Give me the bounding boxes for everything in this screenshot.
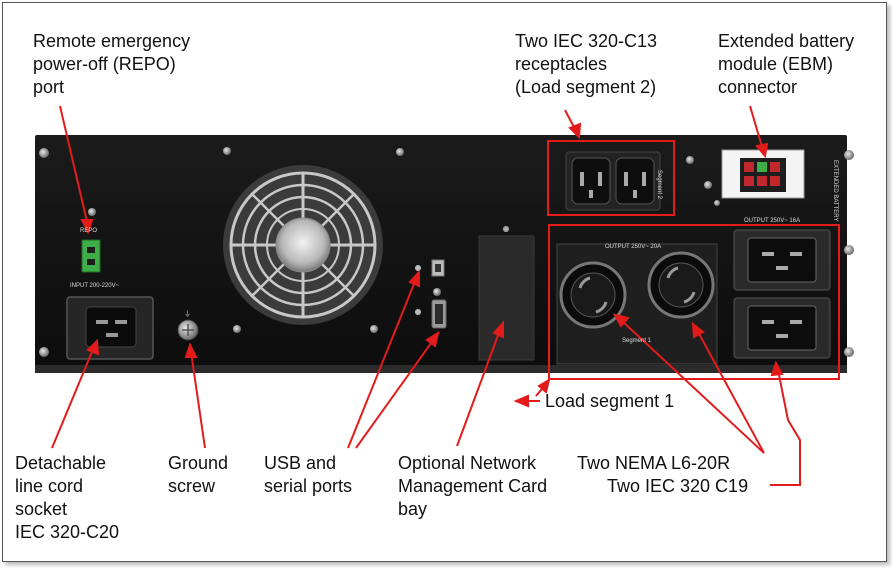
usb-serial-ports [415,259,447,329]
ground-screw: ⏚ [177,310,199,341]
panel-bottom-edge [35,365,847,373]
label-repo-3: port [33,77,65,97]
label-usb-serial-2: serial ports [264,476,353,496]
screw-icon [433,288,441,296]
label-nmc-1: Optional Network [398,453,537,473]
ebm-connector [721,149,805,199]
panel-text-output-20a: OUTPUT 250V~ 20A [605,244,662,250]
label-repo-1: Remote emergency [33,31,191,51]
label-nema: Two NEMA L6-20R [577,453,731,473]
panel-text-ext-battery: EXTENDED BATTERY [832,160,838,222]
screw-icon [714,200,720,206]
screw-icon [88,208,96,216]
svg-text:⏚: ⏚ [184,310,191,318]
label-ebm-2: module (EBM) [718,54,834,74]
panel-text-segment2: Segment 2 [656,170,662,200]
label-usb-serial-1: USB and [264,453,337,473]
screw-icon [704,181,712,189]
callout-arrows [51,105,801,486]
label-c13-3: (Load segment 2) [515,77,657,97]
label-ground-1: Ground [168,453,229,473]
load-segment-1-area [548,224,840,380]
label-line-cord-2: line cord [15,476,84,496]
label-ground-2: screw [168,476,216,496]
label-nmc-3: bay [398,499,428,519]
panel-text-segment1: Segment 1 [622,338,652,344]
network-card-bay [478,226,535,361]
label-ebm-3: connector [718,77,798,97]
input-c20-socket [66,296,154,360]
label-line-cord-1: Detachable [15,453,107,473]
panel-text-input: INPUT 200-220V~ [70,283,120,289]
screw-icon [396,148,404,156]
screw-icon [39,347,49,357]
screw-icon [844,347,854,357]
screw-icon [844,245,854,255]
panel-text-repo: REPO [80,228,98,234]
screw-icon [686,156,694,164]
label-line-cord-3: socket [15,499,68,519]
screw-icon [233,325,241,333]
panel-text-output-16a: OUTPUT 250V~ 16A [744,218,801,224]
screw-icon [223,147,231,155]
label-nmc-2: Management Card [398,476,548,496]
label-c13-1: Two IEC 320-C13 [515,31,658,51]
screw-icon [844,150,854,160]
repo-port [81,239,101,273]
screw-icon [370,325,378,333]
cooling-fan [223,165,383,325]
screw-icon [39,148,49,158]
label-line-cord-4: IEC 320-C20 [15,522,120,542]
label-c13-2: receptacles [515,54,608,74]
label-c19: Two IEC 320 C19 [607,476,749,496]
label-repo-2: power-off (REPO) [33,54,176,74]
c13-receptacles [547,140,675,216]
label-ebm-1: Extended battery [718,31,855,51]
label-load-segment-1: Load segment 1 [545,391,675,411]
